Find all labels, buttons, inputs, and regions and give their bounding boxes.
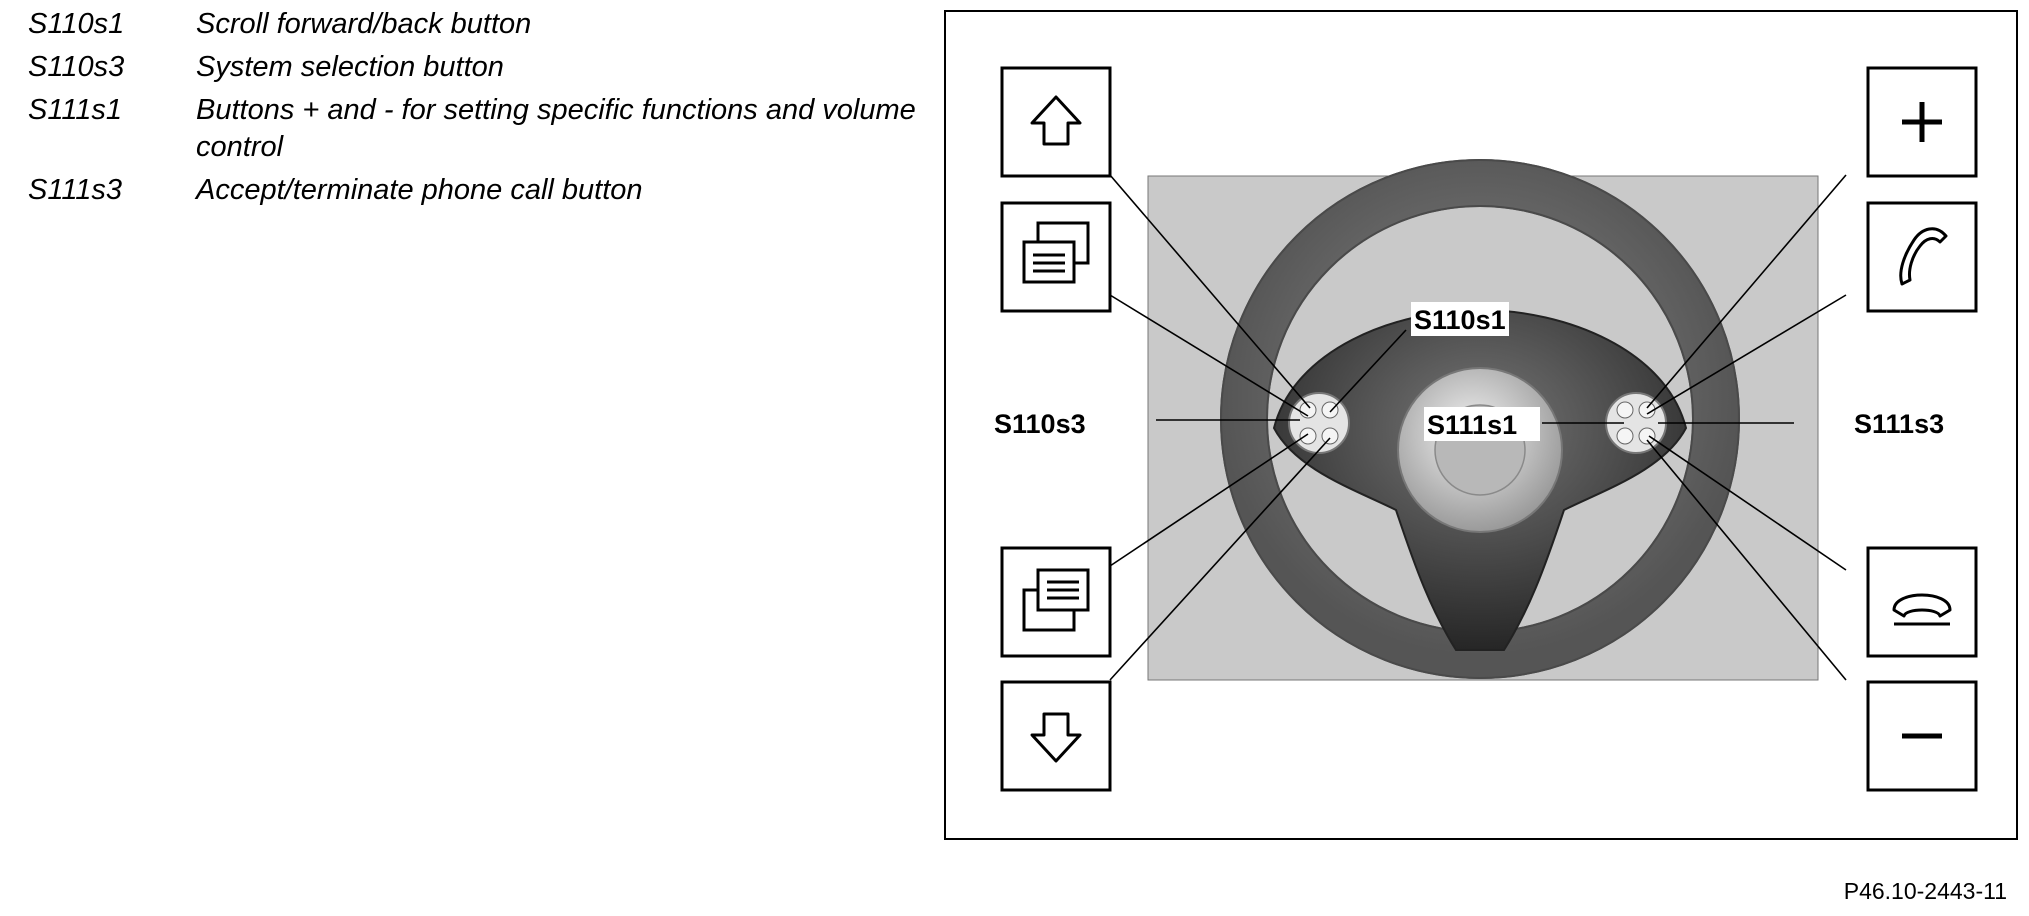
arrow-up-icon: [1000, 66, 1112, 178]
legend-code: S110s3: [28, 51, 125, 83]
arrow-down-icon: [1000, 680, 1112, 792]
steering-wheel-diagram: S110s1 S111s1 S110s3 S111s3: [994, 66, 1978, 792]
legend-row: S110s1 Scroll forward/back button: [28, 6, 928, 43]
figure-reference-code: P46.10-2443-11: [1843, 878, 2007, 904]
callout-s111s1: S111s1: [1427, 410, 1517, 440]
phone-accept-icon: [1866, 201, 1978, 313]
label-background: [1411, 302, 1509, 336]
minus-icon: [1866, 680, 1978, 792]
legend-row: S111s3 Accept/terminate phone call butto…: [28, 172, 928, 209]
right-button-cluster: [1605, 392, 1667, 454]
callout-s110s1: S110s1: [1414, 305, 1506, 335]
leader-lines: [1109, 174, 1847, 681]
legend: S110s1 Scroll forward/back button S110s3…: [28, 6, 928, 215]
figure-frame: [944, 10, 2018, 840]
label-background: [1424, 407, 1540, 441]
plus-icon: [1866, 66, 1978, 178]
legend-code: S111s1: [28, 94, 123, 126]
legend-description: Accept/terminate phone call button: [196, 174, 643, 206]
display-stack-icon: [1000, 201, 1112, 313]
callout-s110s3: S110s3: [994, 409, 1086, 439]
legend-description: System selection button: [196, 51, 504, 83]
display-stack-reverse-icon: [1000, 546, 1112, 658]
legend-description: Buttons + and - for setting specific fun…: [196, 94, 916, 163]
callout-s111s3: S111s3: [1854, 409, 1944, 439]
legend-code: S110s1: [28, 8, 125, 40]
phone-end-icon: [1866, 546, 1978, 658]
legend-row: S111s1 Buttons + and - for setting speci…: [28, 92, 928, 166]
legend-description: Scroll forward/back button: [196, 8, 532, 40]
legend-row: S110s3 System selection button: [28, 49, 928, 86]
legend-code: S111s3: [28, 174, 123, 206]
